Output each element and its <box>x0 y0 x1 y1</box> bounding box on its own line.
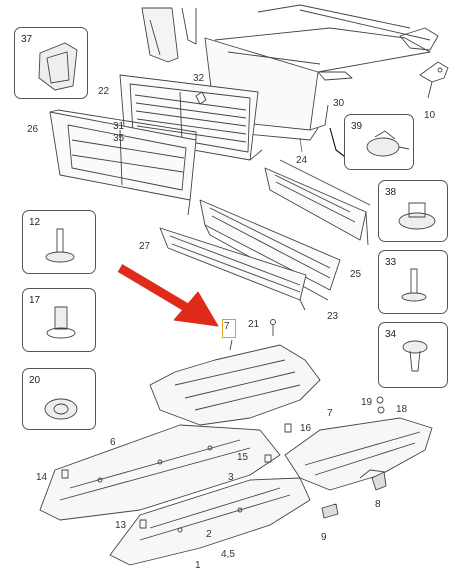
part-17-icon <box>46 306 76 339</box>
bracket-10 <box>419 61 449 99</box>
callout-3: 3 <box>228 472 234 483</box>
part-33-icon <box>401 268 427 302</box>
bracket-top-right <box>399 27 439 51</box>
callout-7-upper: 7 <box>224 321 230 332</box>
bolt-21 <box>270 319 276 336</box>
under-cover-7 <box>149 339 321 426</box>
callout-20: 20 <box>29 375 41 386</box>
detail-box-12: 12 <box>22 210 96 274</box>
detail-box-37: 37 <box>14 27 88 99</box>
callout-21: 21 <box>248 319 260 330</box>
nut-19 <box>376 396 384 404</box>
callout-33: 33 <box>385 257 397 268</box>
part-38-icon <box>398 202 436 230</box>
air-deflector-27 <box>159 227 307 311</box>
callout-6: 6 <box>110 437 116 448</box>
part-39-icon <box>366 130 410 157</box>
part-9 <box>321 503 339 519</box>
detail-box-38: 38 <box>378 180 448 242</box>
callout-32: 32 <box>193 73 205 84</box>
callout-12: 12 <box>29 217 41 228</box>
callout-30: 30 <box>333 98 345 109</box>
clip-16 <box>284 423 292 433</box>
callout-24: 24 <box>296 155 308 166</box>
callout-9: 9 <box>321 532 327 543</box>
callout-31: 31 <box>113 121 125 132</box>
detail-box-34: 34 <box>378 322 448 388</box>
part-12-icon <box>45 228 75 263</box>
clip-13 <box>139 519 147 529</box>
detail-box-20: 20 <box>22 368 96 430</box>
callout-38: 38 <box>385 187 397 198</box>
callout-18: 18 <box>396 404 408 415</box>
air-deflector-23 <box>199 199 341 301</box>
leader-24 <box>299 137 303 153</box>
callout-23: 23 <box>327 311 339 322</box>
callout-10: 10 <box>424 110 436 121</box>
callout-27: 27 <box>139 241 151 252</box>
air-deflector-25 <box>264 159 371 246</box>
clip-14 <box>61 469 69 479</box>
callout-1: 1 <box>195 560 201 571</box>
callout-25: 25 <box>350 269 362 280</box>
callout-15: 15 <box>237 452 249 463</box>
part-37-icon <box>38 42 78 91</box>
highlight-box <box>222 319 236 338</box>
callout-16: 16 <box>300 423 312 434</box>
callout-8: 8 <box>375 499 381 510</box>
shield-6 <box>39 424 281 521</box>
callout-2: 2 <box>206 529 212 540</box>
callout-22: 22 <box>98 86 110 97</box>
lower-shield-2 <box>109 477 311 566</box>
callout-17: 17 <box>29 295 41 306</box>
callout-13: 13 <box>115 520 127 531</box>
right-cover-7 <box>284 417 433 491</box>
callout-34: 34 <box>385 329 397 340</box>
callout-14: 14 <box>36 472 48 483</box>
detail-box-17: 17 <box>22 288 96 352</box>
callout-37: 37 <box>21 34 33 45</box>
callout-39: 39 <box>351 121 363 132</box>
washer-18 <box>377 406 385 414</box>
callout-4-5: 4,5 <box>221 549 235 560</box>
detail-box-33: 33 <box>378 250 448 314</box>
red-arrow <box>117 264 219 327</box>
callout-19: 19 <box>361 397 373 408</box>
clip-32 <box>195 91 207 105</box>
part-20-icon <box>44 398 78 420</box>
callout-35: 35 <box>113 133 125 144</box>
callout-7-lower: 7 <box>327 408 333 419</box>
callout-26: 26 <box>27 124 39 135</box>
part-8 <box>371 471 387 491</box>
detail-box-39: 39 <box>344 114 414 170</box>
part-34-icon <box>402 340 428 372</box>
clip-15 <box>264 454 272 463</box>
radiator-frame-26 <box>49 109 197 216</box>
